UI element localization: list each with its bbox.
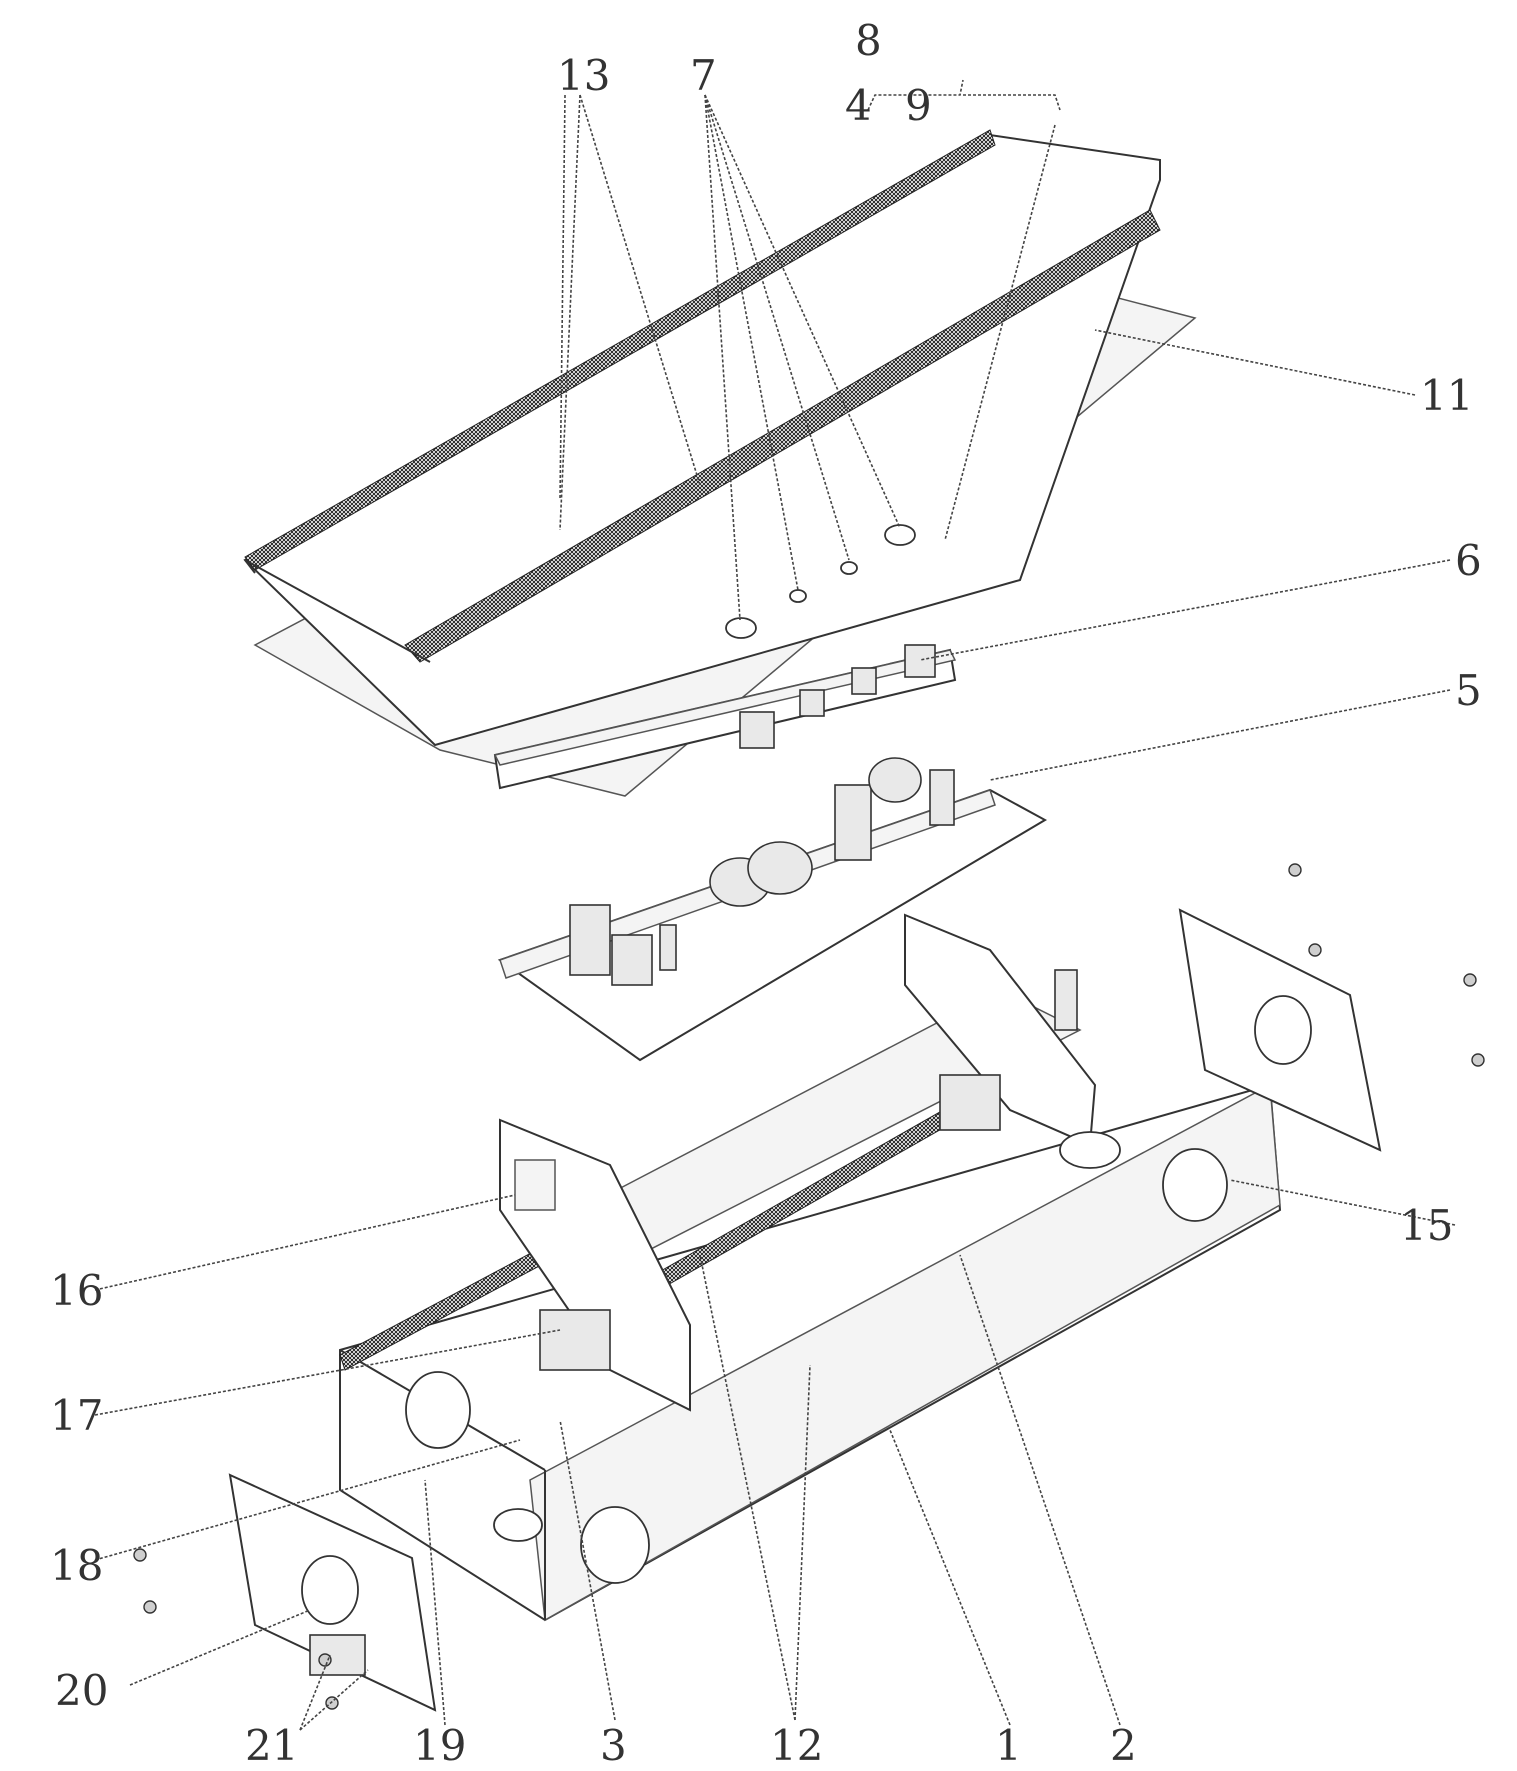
label-16: 16 [50, 1266, 103, 1315]
label-20: 20 [55, 1666, 108, 1715]
label-21: 21 [245, 1721, 298, 1770]
label-13: 13 [557, 51, 610, 100]
label-8: 8 [855, 16, 882, 65]
label-15: 15 [1400, 1201, 1453, 1250]
label-1: 1 [995, 1721, 1022, 1770]
label-7: 7 [690, 51, 717, 100]
label-18: 18 [50, 1541, 103, 1590]
label-11: 11 [1420, 371, 1473, 420]
label-9: 9 [905, 81, 932, 130]
label-12: 12 [770, 1721, 823, 1770]
label-17: 17 [50, 1391, 103, 1440]
label-3: 3 [600, 1721, 627, 1770]
label-2: 2 [1110, 1721, 1137, 1770]
label-5: 5 [1455, 666, 1482, 715]
label-4: 4 [845, 81, 872, 130]
top-panel-4 [245, 130, 1160, 745]
label-6: 6 [1455, 536, 1482, 585]
label-19: 19 [413, 1721, 466, 1770]
